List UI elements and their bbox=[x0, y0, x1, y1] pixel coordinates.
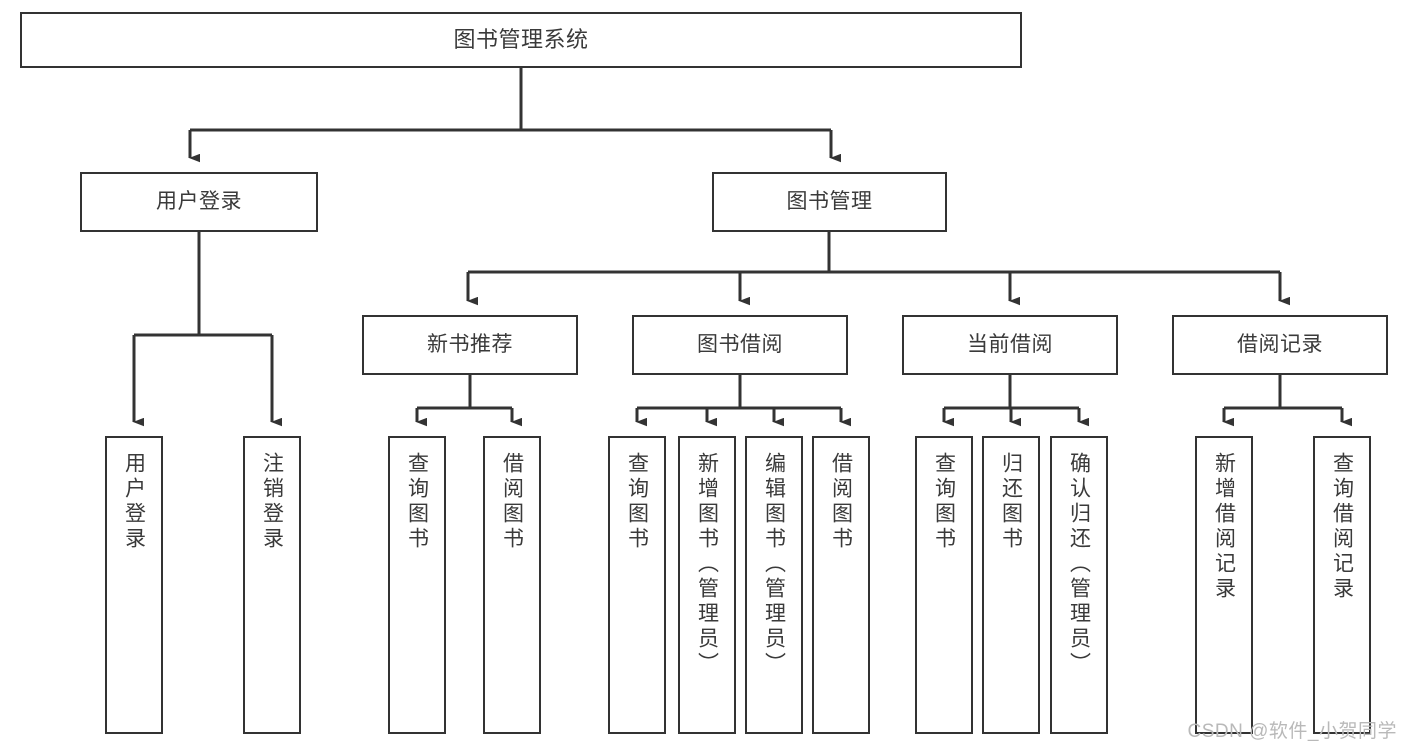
node-borrow-record[interactable]: 借阅记录 bbox=[1172, 315, 1388, 375]
node-label: 确认归还（管理员） bbox=[1067, 452, 1091, 677]
leaf-query-book-br[interactable]: 查询图书 bbox=[608, 436, 666, 734]
leaf-confirm-return[interactable]: 确认归还（管理员） bbox=[1050, 436, 1108, 734]
leaf-edit-book[interactable]: 编辑图书（管理员） bbox=[745, 436, 803, 734]
leaf-query-book-cb[interactable]: 查询图书 bbox=[915, 436, 973, 734]
node-label: 新书推荐 bbox=[427, 332, 513, 356]
node-label: 当前借阅 bbox=[967, 332, 1053, 356]
node-label: 查询图书 bbox=[405, 452, 429, 552]
leaf-user-login[interactable]: 用户登录 bbox=[105, 436, 163, 734]
node-label: 编辑图书（管理员） bbox=[762, 452, 786, 677]
watermark: CSDN @软件_小贺同学 bbox=[1187, 721, 1397, 742]
node-label: 借阅图书 bbox=[500, 452, 524, 552]
leaf-query-record[interactable]: 查询借阅记录 bbox=[1313, 436, 1371, 734]
node-label: 新增借阅记录 bbox=[1212, 452, 1236, 602]
node-label: 查询借阅记录 bbox=[1330, 452, 1354, 602]
node-label: 归还图书 bbox=[999, 452, 1023, 552]
node-label: 新增图书（管理员） bbox=[695, 452, 719, 677]
node-book-borrow[interactable]: 图书借阅 bbox=[632, 315, 848, 375]
leaf-borrow-book-rec[interactable]: 借阅图书 bbox=[483, 436, 541, 734]
node-book-management[interactable]: 图书管理 bbox=[712, 172, 947, 232]
node-label: 图书管理 bbox=[786, 189, 873, 213]
node-current-borrow[interactable]: 当前借阅 bbox=[902, 315, 1118, 375]
node-label: 图书管理系统 bbox=[453, 27, 589, 53]
node-label: 用户登录 bbox=[122, 452, 146, 552]
leaf-borrow-book-br[interactable]: 借阅图书 bbox=[812, 436, 870, 734]
leaf-return-book[interactable]: 归还图书 bbox=[982, 436, 1040, 734]
node-new-book-recommend[interactable]: 新书推荐 bbox=[362, 315, 578, 375]
node-label: 查询图书 bbox=[625, 452, 649, 552]
leaf-add-record[interactable]: 新增借阅记录 bbox=[1195, 436, 1253, 734]
node-label: 用户登录 bbox=[156, 189, 242, 213]
leaf-logout[interactable]: 注销登录 bbox=[243, 436, 301, 734]
node-root-system[interactable]: 图书管理系统 bbox=[20, 12, 1022, 68]
node-label: 注销登录 bbox=[260, 452, 284, 552]
leaf-add-book[interactable]: 新增图书（管理员） bbox=[678, 436, 736, 734]
node-label: 图书借阅 bbox=[697, 332, 783, 356]
node-label: 借阅记录 bbox=[1237, 332, 1323, 356]
node-user-login[interactable]: 用户登录 bbox=[80, 172, 318, 232]
leaf-query-book-rec[interactable]: 查询图书 bbox=[388, 436, 446, 734]
node-label: 查询图书 bbox=[932, 452, 956, 552]
node-label: 借阅图书 bbox=[829, 452, 853, 552]
